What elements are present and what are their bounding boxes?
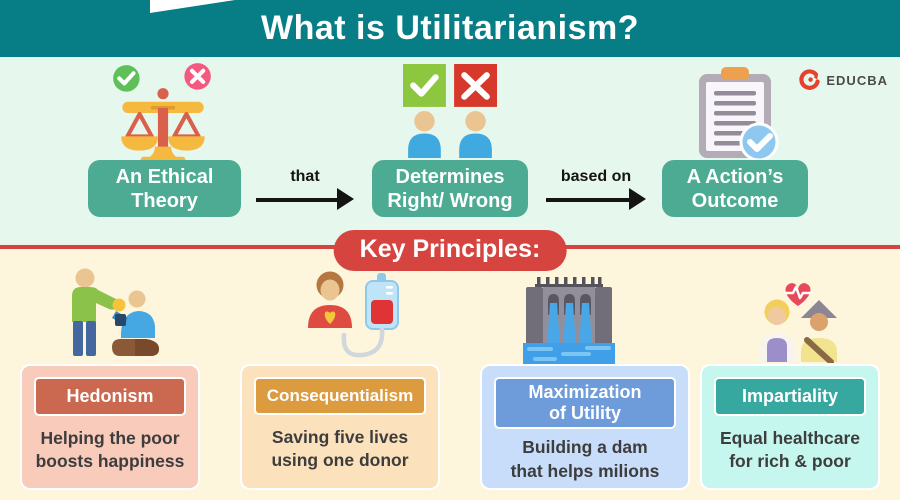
principle-example: Helping the poor boosts happiness xyxy=(35,428,185,472)
equal-people-icon xyxy=(759,283,837,363)
arrow-right-icon xyxy=(546,188,646,211)
principle-title: Impartiality xyxy=(714,377,866,417)
arrow-right-icon xyxy=(256,188,354,211)
connector-based-on: based on xyxy=(546,168,646,211)
clipboard-check-icon xyxy=(699,67,779,162)
flow-node-a-actions-outcome: A Action’s Outcome xyxy=(662,160,808,217)
key-principles-banner: Key Principles: xyxy=(333,230,567,271)
corner-decoration xyxy=(150,0,235,13)
flow-node-text: Theory xyxy=(131,189,198,212)
key-principles-title: Key Principles: xyxy=(359,235,541,263)
educba-logo: EDUCBA xyxy=(797,68,888,92)
connector-label: that xyxy=(290,168,320,185)
flow-node-text: An Ethical xyxy=(115,165,214,188)
principle-example: Equal healthcare for rich & poor xyxy=(719,428,861,472)
helping-poor-icon xyxy=(72,268,159,356)
principle-card-impartiality: Impartiality Equal healthcare for rich &… xyxy=(700,364,880,490)
principle-card-hedonism: Hedonism Helping the poor boosts happine… xyxy=(20,364,200,490)
educba-logo-text: EDUCBA xyxy=(826,72,888,88)
connector-that: that xyxy=(256,168,354,211)
principle-example: Building a dam that helps milions xyxy=(510,437,660,481)
connector-label: based on xyxy=(560,168,632,185)
flow-node-determines-right-wrong: Determines Right/ Wrong xyxy=(372,160,528,217)
principle-example: Saving five lives using one donor xyxy=(271,427,409,471)
principle-title: Hedonism xyxy=(34,377,186,417)
flow-node-text: Right/ Wrong xyxy=(387,189,513,212)
dam-icon xyxy=(523,277,615,365)
principle-card-maximization-of-utility: Maximization of Utility Building a dam t… xyxy=(480,364,690,490)
principle-title: Maximization of Utility xyxy=(494,377,676,430)
right-wrong-people-icon xyxy=(403,64,497,158)
flow-node-text: Determines xyxy=(395,165,505,188)
balance-scale-icon xyxy=(113,63,211,163)
title-bar: What is Utilitarianism? xyxy=(0,0,900,57)
page-title: What is Utilitarianism? xyxy=(261,9,639,47)
principle-title: Consequentialism xyxy=(254,377,426,416)
educba-logo-icon xyxy=(799,69,821,90)
blood-donation-icon xyxy=(308,271,399,358)
flow-node-an-ethical-theory: An Ethical Theory xyxy=(88,160,241,217)
flow-node-text: Outcome xyxy=(691,189,779,212)
flow-node-text: A Action’s xyxy=(686,165,784,188)
principle-card-consequentialism: Consequentialism Saving five lives using… xyxy=(240,364,440,490)
